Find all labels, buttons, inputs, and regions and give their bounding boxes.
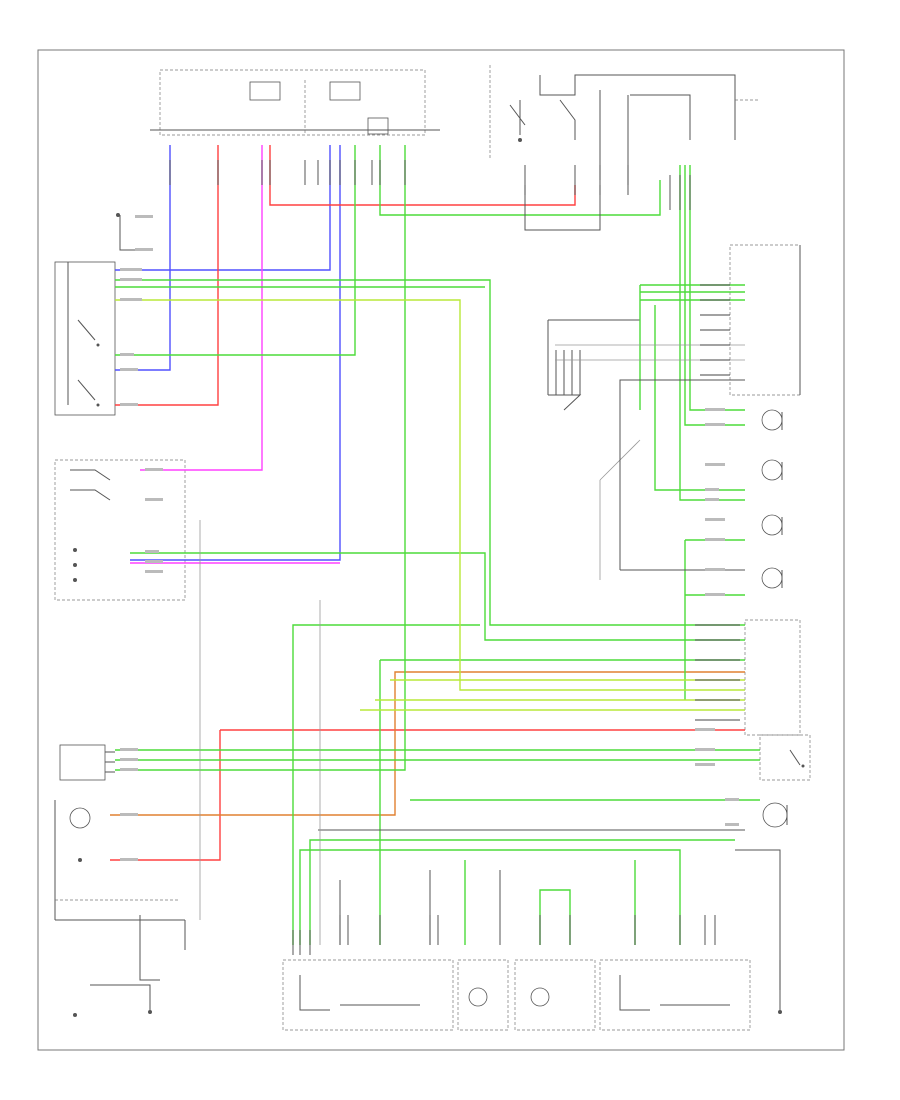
wire-group-blue xyxy=(115,145,341,561)
combination-switch xyxy=(54,459,186,601)
light-control-module xyxy=(729,244,801,396)
connector-pins-top xyxy=(169,160,691,210)
wire-group-orange xyxy=(110,671,745,816)
ground-bottom-right xyxy=(735,849,782,1014)
wire-group-yellow-green xyxy=(115,299,745,711)
diagram-frame xyxy=(37,49,845,1051)
wire-group-green xyxy=(115,145,760,945)
left-lamp-switch xyxy=(116,213,150,251)
left-license-plate-lamp xyxy=(457,959,509,1031)
connector-pins-bottom xyxy=(292,915,781,990)
right-rear-combination-lamp xyxy=(599,959,751,1031)
right-license-plate-lamp xyxy=(514,959,596,1031)
dimmer-switch xyxy=(54,261,116,416)
right-front-lamp xyxy=(762,802,788,828)
left-front-sidemarker-lamp xyxy=(761,409,783,431)
right-front-sidemarker-lamp xyxy=(761,459,783,481)
right-parking-lamp xyxy=(761,567,783,589)
combination-meter xyxy=(54,800,185,921)
fuse-block-top xyxy=(150,65,491,160)
connector-pins-right xyxy=(695,284,740,721)
headlight-sensor-left xyxy=(59,744,115,781)
wire-label-marks xyxy=(120,215,739,861)
wire-group-black xyxy=(199,185,745,945)
ground-splice xyxy=(547,319,641,481)
ground-bottom-left xyxy=(73,915,186,1017)
left-rear-combination-lamp xyxy=(282,959,454,1031)
left-parking-lamp xyxy=(761,514,783,536)
rear-lamp-connector xyxy=(744,619,801,736)
wire-group-red xyxy=(110,145,745,861)
relay-right-middle xyxy=(759,734,811,781)
relay-block-top-right xyxy=(509,74,760,185)
